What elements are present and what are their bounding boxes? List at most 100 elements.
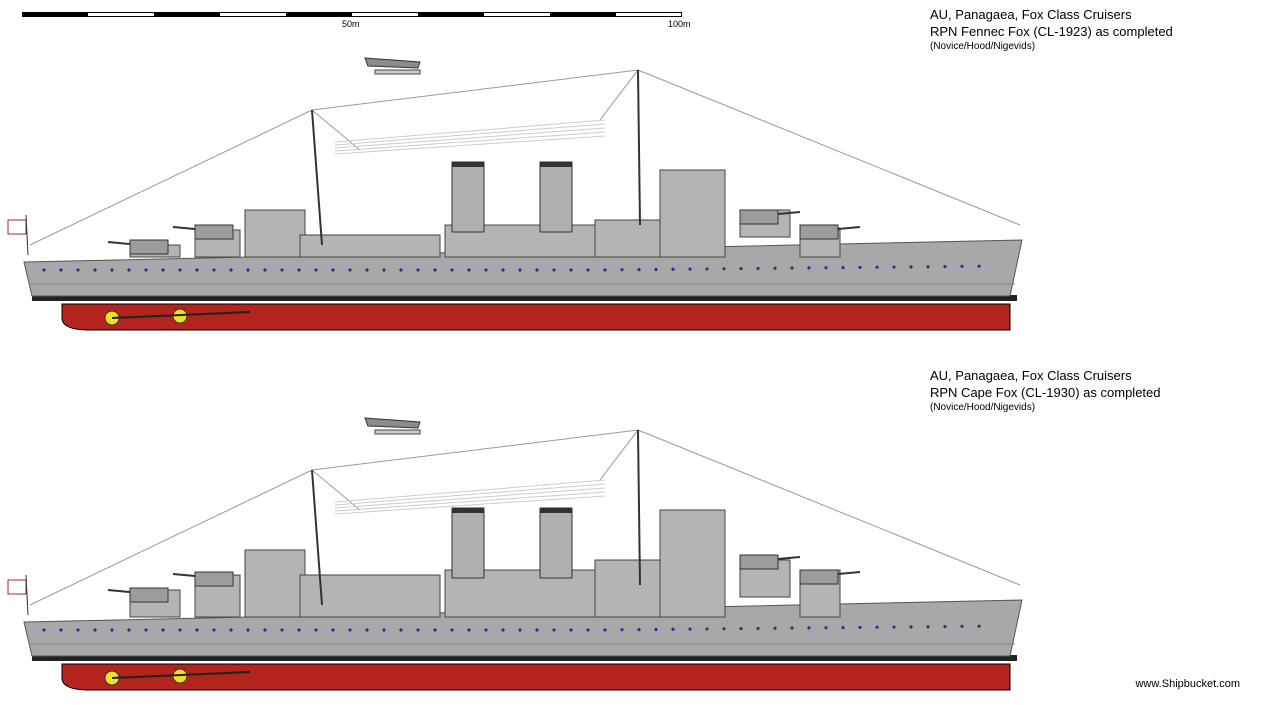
- rigging-line: [637, 69, 1021, 226]
- porthole: [246, 268, 250, 272]
- rigging-line: [29, 109, 313, 246]
- funnel: [539, 507, 573, 579]
- superstructure: [659, 169, 726, 258]
- porthole: [875, 265, 879, 269]
- porthole: [926, 265, 930, 269]
- porthole: [773, 266, 777, 270]
- porthole: [416, 628, 420, 632]
- porthole: [586, 268, 590, 272]
- aerial-wire: [334, 127, 606, 149]
- funnel: [451, 161, 485, 233]
- seaplane: [364, 417, 421, 429]
- seaplane-float: [374, 69, 421, 75]
- gun-turret: [129, 239, 169, 255]
- boot-topping: [32, 655, 1017, 661]
- porthole: [348, 628, 352, 632]
- porthole: [467, 628, 471, 632]
- underwater-hull: [61, 663, 1011, 691]
- porthole: [790, 266, 794, 270]
- porthole: [552, 628, 556, 632]
- porthole: [926, 625, 930, 629]
- gun-barrel: [107, 589, 131, 593]
- rigging-line: [311, 69, 639, 111]
- porthole: [280, 268, 284, 272]
- rigging-line: [599, 429, 639, 481]
- porthole: [518, 268, 522, 272]
- porthole: [144, 268, 148, 272]
- porthole: [977, 624, 981, 628]
- porthole: [110, 268, 114, 272]
- porthole: [688, 267, 692, 271]
- porthole: [756, 266, 760, 271]
- gun-turret: [739, 554, 779, 570]
- porthole: [654, 627, 658, 632]
- porthole: [620, 628, 624, 632]
- porthole: [569, 268, 573, 272]
- porthole: [263, 268, 267, 272]
- gun-turret: [799, 224, 839, 240]
- porthole: [535, 628, 539, 632]
- rigging-line: [599, 69, 639, 121]
- porthole: [93, 268, 97, 272]
- porthole: [739, 266, 743, 271]
- porthole: [212, 628, 216, 632]
- mainmast: [637, 69, 641, 226]
- porthole: [314, 268, 318, 272]
- porthole: [450, 268, 454, 272]
- rigging-line: [637, 429, 1021, 586]
- porthole: [331, 268, 335, 272]
- porthole: [382, 628, 386, 632]
- caption-ship-1: AU, Panagaea, Fox Class Cruisers RPN Fen…: [930, 6, 1173, 53]
- foremast: [311, 469, 323, 606]
- superstructure: [299, 574, 441, 618]
- gun-barrel: [777, 211, 801, 215]
- porthole: [722, 627, 726, 631]
- porthole: [603, 268, 607, 272]
- porthole: [892, 265, 896, 269]
- superstructure: [594, 219, 666, 258]
- gun-barrel: [172, 573, 196, 577]
- caption-ship-name: RPN Fennec Fox (CL-1923) as completed: [930, 24, 1173, 39]
- porthole: [450, 628, 454, 632]
- porthole: [909, 265, 913, 269]
- porthole: [433, 268, 437, 272]
- porthole: [42, 268, 46, 272]
- porthole: [178, 628, 182, 632]
- caption-class: AU, Panagaea, Fox Class Cruisers: [930, 7, 1132, 22]
- superstructure: [244, 549, 306, 618]
- porthole: [671, 627, 675, 631]
- porthole: [42, 628, 46, 632]
- porthole: [365, 628, 369, 632]
- porthole: [841, 625, 845, 630]
- propeller-shaft: [111, 671, 251, 679]
- gun-turret: [129, 587, 169, 603]
- scale-bar: 50m 100m: [22, 12, 691, 30]
- porthole: [739, 626, 743, 631]
- porthole: [909, 625, 913, 629]
- porthole: [382, 268, 386, 272]
- gun-barrel: [837, 226, 861, 230]
- porthole: [348, 268, 352, 272]
- porthole: [535, 268, 539, 272]
- porthole: [93, 628, 97, 632]
- superstructure: [594, 559, 666, 618]
- porthole: [518, 628, 522, 632]
- porthole: [467, 268, 471, 272]
- funnel-cap: [540, 162, 572, 167]
- porthole: [484, 628, 488, 632]
- porthole: [229, 268, 233, 272]
- porthole: [212, 268, 216, 272]
- porthole: [127, 268, 131, 272]
- aerial-wire: [334, 119, 606, 143]
- porthole: [722, 267, 726, 271]
- porthole: [654, 267, 658, 272]
- funnel: [451, 507, 485, 579]
- gun-turret: [739, 209, 779, 225]
- porthole: [824, 626, 828, 630]
- porthole: [246, 628, 250, 632]
- porthole: [858, 625, 862, 629]
- propeller-shaft: [111, 311, 251, 319]
- gun-barrel: [107, 241, 131, 245]
- ensign-flag: [7, 579, 27, 595]
- caption-ship-2: AU, Panagaea, Fox Class Cruisers RPN Cap…: [930, 367, 1161, 414]
